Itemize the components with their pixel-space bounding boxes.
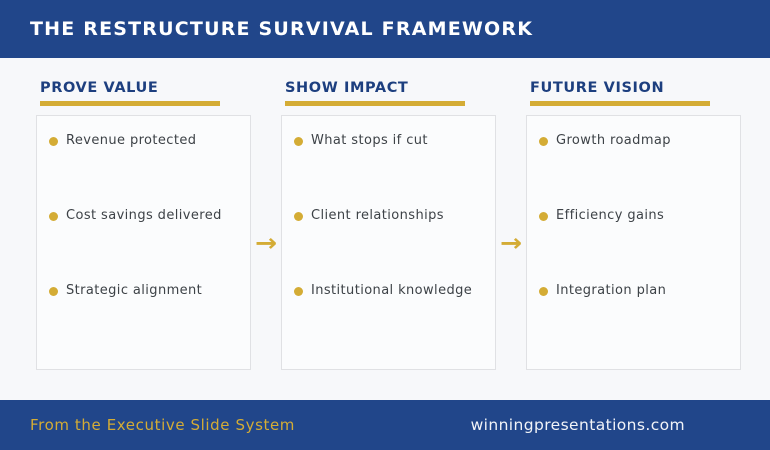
bullet-icon bbox=[539, 287, 548, 296]
column-card: What stops if cut Client relationships I… bbox=[281, 115, 496, 370]
title-bar: THE RESTRUCTURE SURVIVAL FRAMEWORK bbox=[0, 0, 770, 58]
arrow-gap: → bbox=[251, 115, 281, 370]
column-card: Growth roadmap Efficiency gains Integrat… bbox=[526, 115, 741, 370]
bullet-icon bbox=[294, 287, 303, 296]
bullet-icon bbox=[539, 212, 548, 221]
right-arrow-icon: → bbox=[254, 228, 278, 257]
footer-bar: From the Executive Slide System winningp… bbox=[0, 400, 770, 450]
list-item-label: Client relationships bbox=[311, 208, 444, 223]
bullet-icon bbox=[294, 212, 303, 221]
footer-website: winningpresentations.com bbox=[470, 416, 685, 434]
bullet-icon bbox=[49, 287, 58, 296]
list-item: Cost savings delivered bbox=[37, 208, 250, 283]
footer-attribution: From the Executive Slide System bbox=[30, 416, 296, 434]
page-title: THE RESTRUCTURE SURVIVAL FRAMEWORK bbox=[30, 18, 534, 40]
column-card: Revenue protected Cost savings delivered… bbox=[36, 115, 251, 370]
list-item: Strategic alignment bbox=[37, 283, 250, 358]
list-item-label: Institutional knowledge bbox=[311, 283, 473, 298]
list-item-label: Efficiency gains bbox=[556, 208, 665, 223]
column-show-impact: SHOW IMPACT What stops if cut Client rel… bbox=[281, 80, 496, 400]
bullet-icon bbox=[294, 137, 303, 146]
column-future-vision: FUTURE VISION Growth roadmap Efficiency … bbox=[526, 80, 741, 400]
list-item-label: Revenue protected bbox=[66, 133, 197, 148]
column-title: PROVE VALUE bbox=[40, 80, 159, 96]
list-item-label: What stops if cut bbox=[311, 133, 428, 148]
list-item: Growth roadmap bbox=[527, 133, 740, 208]
list-item-label: Growth roadmap bbox=[556, 133, 671, 148]
gold-underline bbox=[530, 101, 710, 106]
right-arrow-icon: → bbox=[499, 228, 523, 257]
list-item: Revenue protected bbox=[37, 133, 250, 208]
arrow-gap: → bbox=[496, 115, 526, 370]
list-item-label: Cost savings delivered bbox=[66, 208, 222, 223]
framework-columns: PROVE VALUE Revenue protected Cost savin… bbox=[0, 58, 770, 400]
gold-underline bbox=[285, 101, 465, 106]
bullet-icon bbox=[539, 137, 548, 146]
list-item: Institutional knowledge bbox=[282, 283, 495, 358]
list-item-label: Strategic alignment bbox=[66, 283, 203, 298]
list-item: Efficiency gains bbox=[527, 208, 740, 283]
list-item: What stops if cut bbox=[282, 133, 495, 208]
list-item: Integration plan bbox=[527, 283, 740, 358]
bullet-icon bbox=[49, 212, 58, 221]
column-prove-value: PROVE VALUE Revenue protected Cost savin… bbox=[36, 80, 251, 400]
list-item: Client relationships bbox=[282, 208, 495, 283]
gold-underline bbox=[40, 101, 220, 106]
list-item-label: Integration plan bbox=[556, 283, 667, 298]
column-title: SHOW IMPACT bbox=[285, 80, 409, 96]
column-title: FUTURE VISION bbox=[530, 80, 665, 96]
bullet-icon bbox=[49, 137, 58, 146]
